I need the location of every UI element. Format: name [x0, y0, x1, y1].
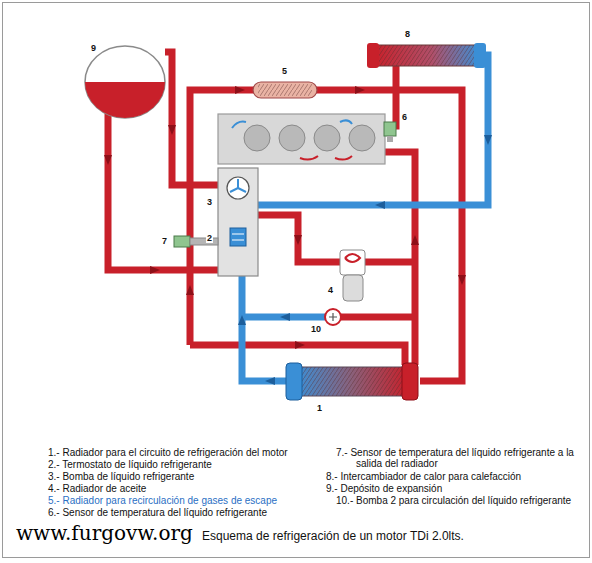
pump-thermostat-housing	[218, 168, 258, 276]
hot-pipes	[108, 52, 462, 381]
callout-number: 6	[401, 112, 408, 122]
pump-10	[325, 309, 341, 325]
callout-number: 4	[327, 285, 334, 295]
flow-arrows	[104, 86, 492, 385]
callout-number: 10	[310, 324, 322, 334]
callout-number: 5	[281, 66, 288, 76]
main-radiator	[286, 363, 418, 400]
caption: Esquema de refrigeración de un motor TDi…	[202, 530, 464, 543]
engine-block	[218, 114, 385, 164]
legend-item: 1.- Radiador para el circuito de refrige…	[48, 447, 353, 458]
egr-cooler	[253, 82, 317, 98]
callout-number: 2	[206, 233, 213, 243]
legend-item: 10.- Bomba 2 para circulación del líquid…	[336, 495, 576, 506]
expansion-tank	[85, 46, 165, 118]
callout-number: 9	[90, 43, 97, 53]
legend-item: 7.- Sensor de temperatura del líquido re…	[336, 447, 576, 469]
temperature-sensor-6	[384, 122, 396, 142]
legend-item: 3.- Bomba de líquido refrigerante	[48, 471, 353, 482]
callout-number: 1	[316, 403, 323, 413]
cold-pipes	[238, 55, 488, 381]
callout-number: 3	[206, 197, 213, 207]
legend-item: 8.- Intercambiador de calor para calefac…	[326, 471, 586, 482]
watermark: www.furgovw.org	[16, 522, 193, 544]
heater-exchanger	[367, 43, 486, 68]
frame	[3, 3, 590, 558]
legend-item: 2.- Termostato de líquido refrigerante	[48, 459, 353, 470]
callout-number: 7	[161, 236, 168, 246]
legend-item: 9.- Depósito de expansión	[326, 483, 586, 494]
oil-cooler	[340, 250, 365, 301]
callout-number: 8	[404, 29, 411, 39]
legend-item: 5.- Radiador para recirculación de gases…	[48, 495, 353, 506]
legend-item: 6.- Sensor de temperatura del líquido re…	[48, 507, 353, 518]
legend-item: 4.- Radiador de aceite	[48, 483, 353, 494]
